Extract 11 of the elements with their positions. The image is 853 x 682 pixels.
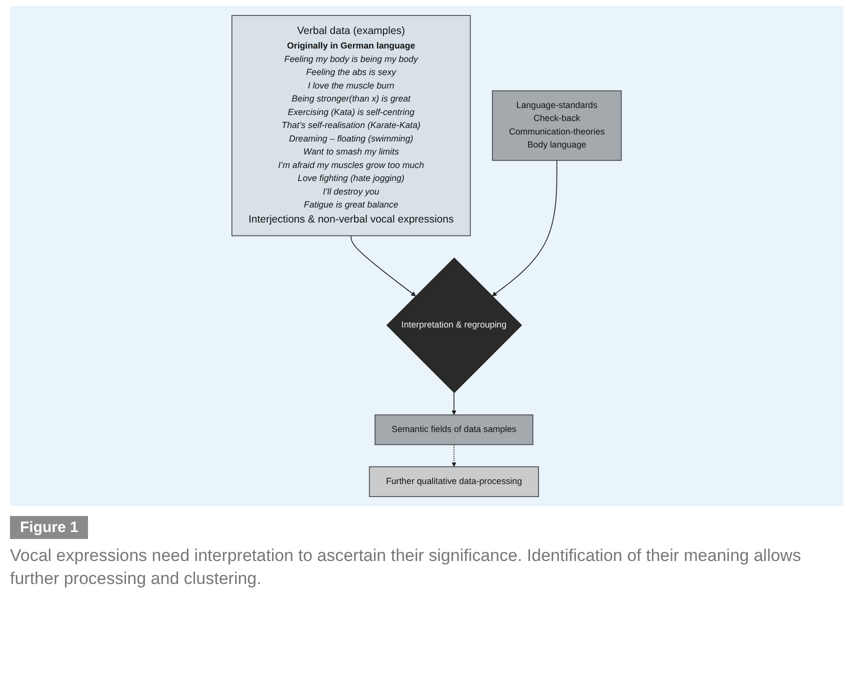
arrow: [451, 444, 456, 467]
arrow: [451, 392, 456, 416]
arrow: [350, 235, 416, 296]
figure-label: Figure 1: [10, 516, 88, 539]
node-box: Further qualitative data-processing: [368, 466, 539, 497]
node-box: Language-standards Check-back Communication-theories Body language: [492, 90, 622, 161]
caption: Vocal expressions need interpretation to ascertain their significance. Identification of their meaning allows further processing and clustering.: [10, 545, 802, 590]
arrow: [492, 160, 558, 296]
node-box: Verbal data (examples) Originally in German language Feeling my body is being my body Feeling the abs is sexy I love the muscle burn Being stronger(than x) is great Exercising (Kata) is self-centring That’s self-realisation (Karate-Kata) Dreaming – floating (swimming) Want to smash my limits I’m afraid my muscles grow too much Love fighting (hate jogging) I’ll destroy you Fatigue is great balance Interjections & non-verbal vocal expressions: [231, 15, 471, 236]
node-box: Semantic fields of data samples: [374, 414, 534, 446]
node-diamond: Interpretation & regrouping: [386, 257, 522, 394]
